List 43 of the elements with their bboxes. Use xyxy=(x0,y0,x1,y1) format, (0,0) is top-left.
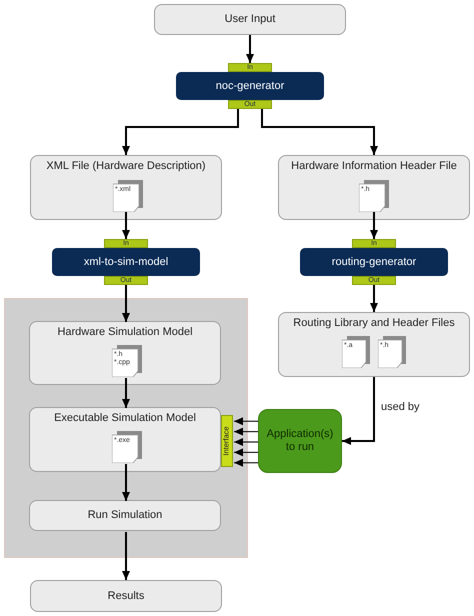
process-box xyxy=(278,312,470,377)
tool-box: xml-to-sim-model xyxy=(52,248,200,276)
arrow xyxy=(234,458,258,467)
process-box xyxy=(29,407,221,472)
application-box: Application(s) to run xyxy=(258,409,342,473)
tool-box: noc-generator xyxy=(176,72,324,100)
box-title: Hardware Information Header File xyxy=(291,160,457,173)
process-box xyxy=(30,155,222,220)
arrow xyxy=(370,212,378,239)
arrow xyxy=(122,109,239,155)
arrow xyxy=(261,109,378,155)
file-document xyxy=(112,431,142,463)
tool-box: routing-generator xyxy=(300,248,448,276)
file-document xyxy=(342,336,370,368)
process-box xyxy=(154,4,346,35)
box-title: Run Simulation xyxy=(88,509,162,522)
file-document xyxy=(359,180,389,212)
box-title: Hardware Simulation Model xyxy=(57,326,193,339)
arrow xyxy=(342,377,375,445)
arrow xyxy=(122,378,130,408)
arrow xyxy=(234,428,258,436)
box-title: XML File (Hardware Description) xyxy=(46,160,206,173)
process-box xyxy=(278,155,470,220)
box-title: Routing Library and Header Files xyxy=(293,317,455,330)
box-title: User Input xyxy=(224,13,276,26)
arrow xyxy=(246,35,254,63)
arrow xyxy=(370,285,378,312)
process-box xyxy=(29,321,221,385)
process-box xyxy=(30,580,222,612)
arrow xyxy=(234,438,258,446)
arrow xyxy=(122,212,130,239)
arrow xyxy=(122,464,130,501)
file-document xyxy=(113,180,143,212)
box-title: Results xyxy=(108,590,144,602)
process-box xyxy=(29,500,221,531)
arrow xyxy=(234,417,258,426)
file-document xyxy=(112,345,142,377)
box-title: Executable Simulation Model xyxy=(54,412,196,425)
edge-label: used by xyxy=(380,401,421,414)
file-document xyxy=(378,336,406,368)
arrow xyxy=(122,285,130,322)
arrow xyxy=(122,532,130,580)
arrow xyxy=(234,448,258,456)
